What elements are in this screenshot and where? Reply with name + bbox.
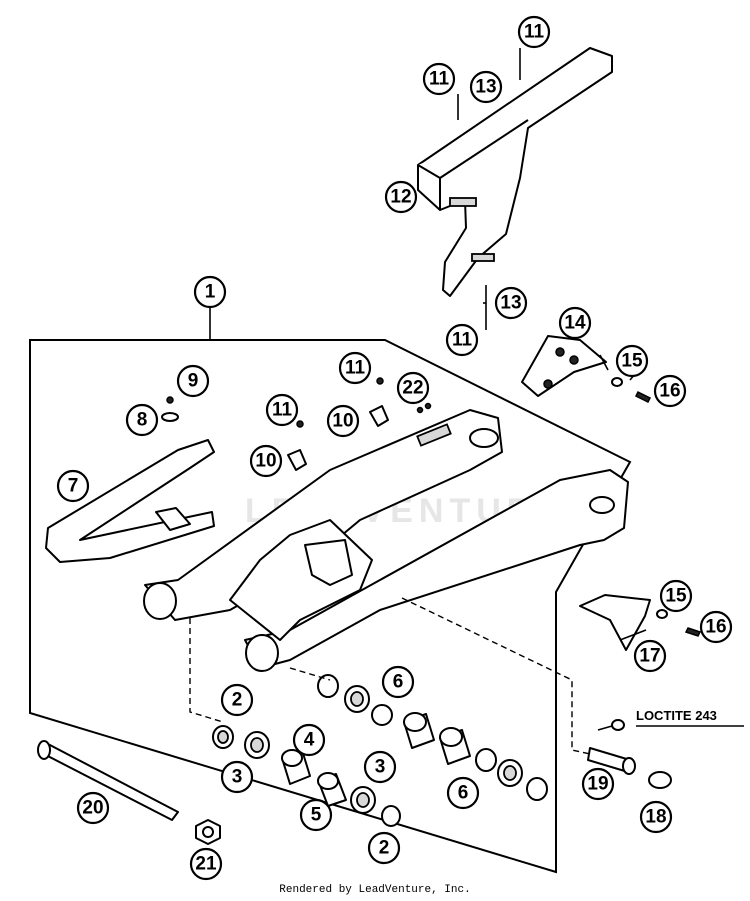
svg-text:17: 17 [639, 646, 660, 667]
rear-guide [579, 594, 702, 651]
svg-text:12: 12 [390, 187, 411, 208]
svg-text:6: 6 [458, 783, 469, 804]
chain-guard [417, 47, 613, 297]
svg-text:22: 22 [402, 378, 423, 399]
svg-text:9: 9 [188, 371, 199, 392]
callout-22: 22 [396, 371, 430, 405]
bearings-bushings [212, 674, 548, 827]
svg-text:2: 2 [379, 838, 390, 859]
pivot-nut [195, 819, 221, 845]
callout-1: 1 [193, 275, 227, 309]
shock-nut [648, 771, 672, 789]
svg-text:2: 2 [232, 690, 243, 711]
callout-16-bottom: 16 [699, 610, 733, 644]
svg-text:6: 6 [393, 672, 404, 693]
callout-6-top: 6 [381, 665, 415, 699]
footer-credit: Rendered by LeadVenture, Inc. [279, 884, 470, 896]
callout-6-bottom: 6 [446, 776, 480, 810]
svg-text:4: 4 [304, 730, 315, 751]
svg-text:11: 11 [272, 400, 293, 421]
callout-11-lower: 11 [445, 323, 479, 357]
svg-text:11: 11 [345, 358, 366, 379]
callout-11-top-left: 11 [422, 62, 456, 96]
svg-text:15: 15 [621, 351, 643, 372]
callout-15-top: 15 [615, 344, 649, 378]
svg-text:1: 1 [205, 282, 216, 303]
callout-13-bottom: 13 [494, 286, 528, 320]
callout-16-top: 16 [653, 374, 687, 408]
svg-text:10: 10 [255, 451, 276, 472]
svg-text:15: 15 [665, 586, 687, 607]
svg-text:13: 13 [475, 77, 496, 98]
callout-17: 17 [633, 639, 667, 673]
callout-4: 4 [292, 723, 326, 757]
callout-3-right: 3 [363, 750, 397, 784]
callout-12: 12 [384, 180, 418, 214]
callout-7: 7 [56, 469, 90, 503]
callout-11-top-right: 11 [517, 15, 551, 49]
callout-14: 14 [558, 306, 592, 340]
shock-bolt [587, 719, 636, 775]
svg-text:3: 3 [232, 767, 243, 788]
chain-slider [45, 439, 215, 563]
callout-10-left: 10 [249, 444, 283, 478]
svg-text:20: 20 [82, 798, 103, 819]
callout-11-mid: 11 [338, 351, 372, 385]
loctite-note: LOCTITE 243 [636, 708, 717, 723]
assembly-frame [29, 339, 632, 874]
callout-21: 21 [189, 847, 223, 881]
svg-text:19: 19 [587, 774, 608, 795]
callout-20: 20 [76, 791, 110, 825]
svg-text:8: 8 [137, 410, 148, 431]
callout-11-left: 11 [265, 393, 299, 427]
callout-2-bottom: 2 [367, 831, 401, 865]
swingarm [143, 409, 629, 672]
chain-guide [521, 335, 652, 404]
svg-text:10: 10 [332, 411, 353, 432]
callout-3-left: 3 [220, 760, 254, 794]
callout-18: 18 [639, 800, 673, 834]
svg-text:16: 16 [705, 617, 726, 638]
svg-text:14: 14 [564, 313, 586, 334]
callout-15-bottom: 15 [659, 579, 693, 613]
svg-text:18: 18 [645, 807, 666, 828]
svg-text:7: 7 [68, 476, 79, 497]
svg-text:3: 3 [375, 757, 386, 778]
callout-19: 19 [581, 767, 615, 801]
callout-5: 5 [299, 798, 333, 832]
callout-13-top: 13 [469, 70, 503, 104]
callout-8: 8 [125, 403, 159, 437]
svg-text:5: 5 [311, 805, 322, 826]
alignment-lines [189, 597, 591, 755]
svg-text:11: 11 [452, 330, 473, 351]
svg-text:13: 13 [500, 293, 521, 314]
svg-text:11: 11 [429, 69, 450, 90]
pivot-bolt [37, 740, 179, 821]
hardware-small-parts [161, 377, 432, 471]
svg-text:11: 11 [524, 22, 545, 43]
svg-text:16: 16 [659, 381, 680, 402]
callout-10-right: 10 [326, 404, 360, 438]
callout-2-top: 2 [220, 683, 254, 717]
callout-9: 9 [176, 364, 210, 398]
svg-text:21: 21 [195, 854, 217, 875]
